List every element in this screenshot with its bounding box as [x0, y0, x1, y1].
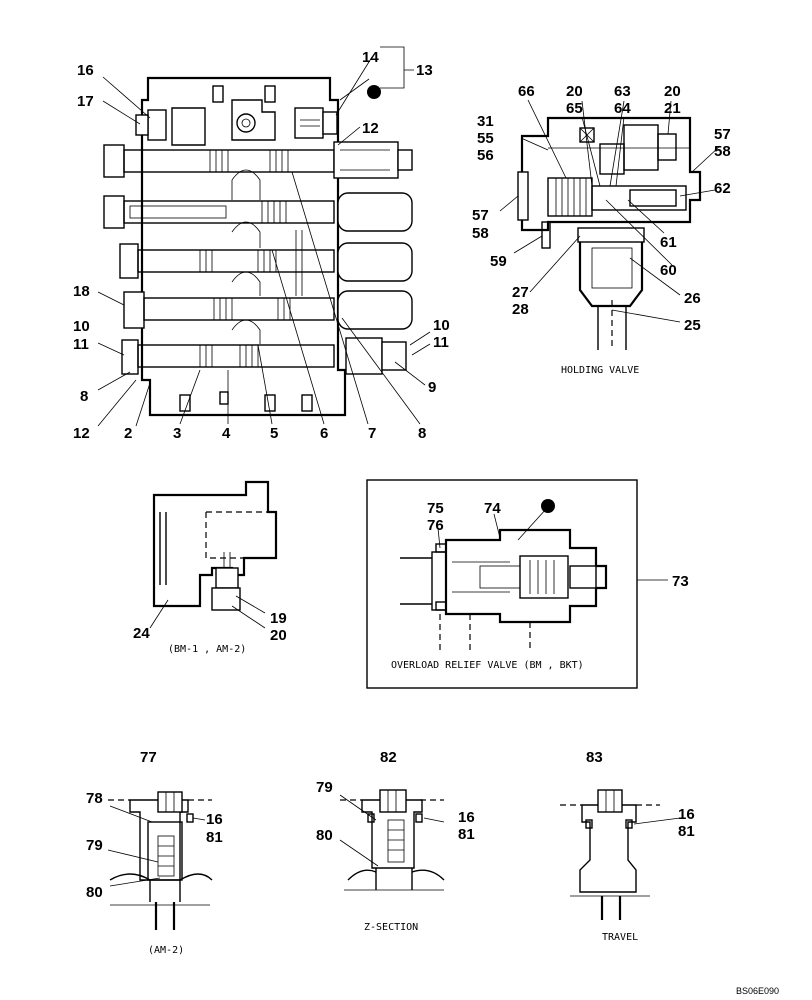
caption-solenoid: (BM-1 , AM-2): [168, 644, 246, 655]
callout-16-am2: 16: [206, 811, 223, 828]
callout-20-hv-left: 20: [566, 83, 583, 100]
caption-overload-relief-valve: OVERLOAD RELIEF VALVE (BM , BKT): [391, 660, 584, 671]
callout-27: 27: [512, 284, 529, 301]
callout-6: 6: [320, 425, 328, 442]
z-section-drawing: [339, 789, 445, 891]
travel-callouts: 83 16 81 TRAVEL: [586, 749, 695, 943]
callout-10-right: 10: [433, 317, 450, 334]
callout-81-travel: 81: [678, 823, 695, 840]
callout-12-bottom: 12: [73, 425, 90, 442]
callout-8-right: 8: [418, 425, 426, 442]
callout-18: 18: [73, 283, 90, 300]
callout-56: 56: [477, 147, 494, 164]
callout-7: 7: [368, 425, 376, 442]
callout-57-left: 57: [472, 207, 489, 224]
callout-11-right: 11: [433, 334, 449, 351]
callout-80-z: 80: [316, 827, 333, 844]
overload-callouts: 75 76 74 73 OVERLOAD RELIEF VALVE (BM , …: [391, 500, 689, 671]
callout-16-travel: 16: [678, 806, 695, 823]
callout-10-left: 10: [73, 318, 90, 335]
callout-59: 59: [490, 253, 507, 270]
callout-73: 73: [672, 573, 689, 590]
callout-78: 78: [86, 790, 103, 807]
z-section-callouts: 82 79 16 81 80 Z-SECTION: [316, 749, 475, 933]
callout-16-z: 16: [458, 809, 475, 826]
callout-5: 5: [270, 425, 278, 442]
callout-20-solenoid: 20: [270, 627, 287, 644]
callout-61: 61: [660, 234, 677, 251]
travel-plug-drawing: [560, 789, 681, 920]
callout-13: 13: [416, 62, 433, 79]
holding-valve-callouts: 66 20 65 63 64 20 21 31 55 56 57 58 62 5…: [472, 83, 731, 376]
callout-21: 21: [664, 100, 681, 117]
spool-4: [123, 290, 413, 330]
drawing-code: BS06E090: [736, 986, 779, 996]
caption-am2: (AM-2): [148, 945, 184, 956]
callout-19: 19: [270, 610, 287, 627]
callout-79-am2: 79: [86, 837, 103, 854]
overload-relief-valve-frame: [366, 479, 668, 689]
callout-80-am2: 80: [86, 884, 103, 901]
plug-am2-drawing: [107, 791, 213, 930]
callout-4: 4: [222, 425, 231, 442]
marker-dot-icon: [541, 499, 555, 513]
main-valve-leaders: [97, 46, 431, 427]
callout-20-hv-right: 20: [664, 83, 681, 100]
spool-1: [103, 141, 413, 179]
overload-relief-valve-drawing: [400, 499, 608, 650]
callout-81-z: 81: [458, 826, 475, 843]
caption-travel: TRAVEL: [602, 932, 638, 943]
callout-26: 26: [684, 290, 701, 307]
callout-16: 16: [77, 62, 94, 79]
spool-3: [119, 242, 413, 282]
caption-holding-valve: HOLDING VALVE: [561, 365, 639, 376]
spool-2: [103, 192, 413, 232]
callout-83: 83: [586, 749, 603, 766]
callout-24: 24: [133, 625, 150, 642]
spool-5: [121, 337, 407, 375]
callout-12-top: 12: [362, 120, 379, 137]
callout-81-am2: 81: [206, 829, 223, 846]
callout-17: 17: [77, 93, 94, 110]
callout-14: 14: [362, 49, 379, 66]
callout-76: 76: [427, 517, 444, 534]
callout-55: 55: [477, 130, 494, 147]
callout-58-right: 58: [714, 143, 731, 160]
callout-75: 75: [427, 500, 444, 517]
callout-60: 60: [660, 262, 677, 279]
solenoid-callouts: 24 19 20 (BM-1 , AM-2): [133, 610, 287, 655]
main-control-valve: [103, 76, 413, 417]
marker-dot-icon: [367, 85, 381, 99]
callout-64: 64: [614, 100, 631, 117]
callout-58-left: 58: [472, 225, 489, 242]
callout-3: 3: [173, 425, 181, 442]
callout-28: 28: [512, 301, 529, 318]
holding-valve-drawing: [517, 116, 702, 350]
callout-74: 74: [484, 500, 501, 517]
callout-77: 77: [140, 749, 157, 766]
solenoid-valve-drawing: [149, 480, 278, 629]
callout-66: 66: [518, 83, 535, 100]
callout-57-right: 57: [714, 126, 731, 143]
callout-63: 63: [614, 83, 631, 100]
callout-9: 9: [428, 379, 436, 396]
callout-2: 2: [124, 425, 132, 442]
holding-valve-leaders: [499, 99, 721, 323]
main-valve-callouts: 16 17 14 13 12 18 10 11 8 12 2 3 4 5 6 7…: [73, 49, 450, 442]
callout-62: 62: [714, 180, 731, 197]
callout-8-left: 8: [80, 388, 88, 405]
plug-am2-callouts: 77 78 16 81 79 80 (AM-2): [86, 749, 223, 956]
callout-79-z: 79: [316, 779, 333, 796]
caption-z-section: Z-SECTION: [364, 922, 418, 933]
callout-25: 25: [684, 317, 701, 334]
callout-65: 65: [566, 100, 583, 117]
callout-11-left: 11: [73, 336, 89, 353]
callout-31: 31: [477, 113, 494, 130]
callout-82: 82: [380, 749, 397, 766]
